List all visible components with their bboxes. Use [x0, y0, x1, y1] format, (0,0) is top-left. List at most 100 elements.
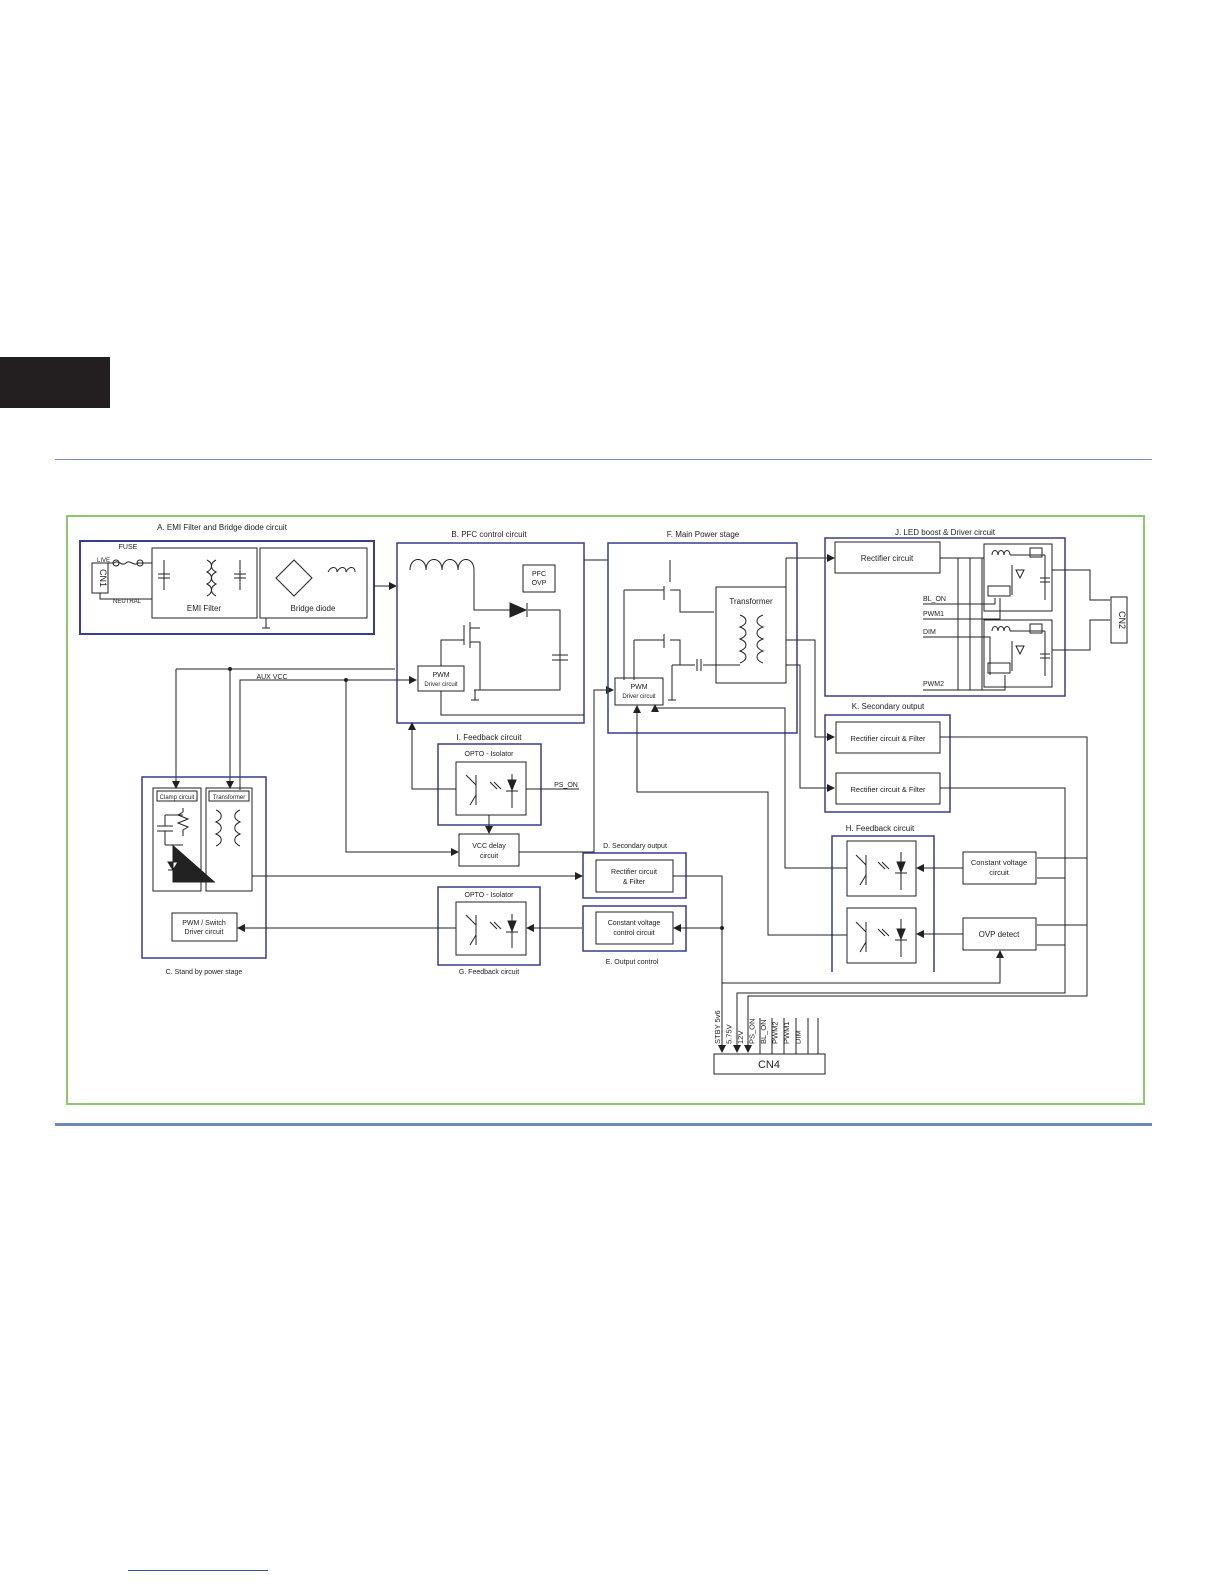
pfc-diode — [509, 602, 528, 618]
k-rect-filter-1-label: Rectifier circuit & Filter — [850, 734, 926, 743]
wire-f-to-k1 — [786, 639, 835, 741]
top-rule — [55, 459, 1152, 460]
led-driver-1-circuit — [991, 550, 1050, 600]
ps-on-label: PS_ON — [554, 782, 578, 789]
main-ground — [668, 665, 676, 701]
g-opto-isolator-label: OPTO - Isolator — [465, 892, 515, 899]
led-driver-1-box — [983, 543, 1053, 612]
section-h-box — [831, 835, 935, 972]
rect-filter-line2: & Filter — [623, 879, 646, 886]
cn1-label: CN1 — [98, 569, 108, 587]
h-opto-2-box — [846, 907, 917, 964]
pfc-ground — [471, 690, 479, 701]
section-b-pfc: B. PFC control circuit PFC OVP PWM Drive… — [396, 530, 608, 724]
cn2-label: CN2 — [1117, 611, 1127, 629]
section-h-feedback: H. Feedback circuit Constant voltage cir… — [633, 704, 1087, 984]
section-c-title: C. Stand by power stage — [166, 969, 243, 976]
bridge-diode-box — [259, 547, 368, 619]
cv-control-line2: control circuit — [613, 930, 654, 937]
g-opto-led — [506, 914, 518, 948]
ovp-detect-label: OVP detect — [979, 930, 1021, 939]
clamp-rc-network — [157, 808, 190, 846]
clamp-circuit-label: Clamp circuit — [160, 795, 195, 801]
j-bus-wires — [940, 557, 984, 690]
pfc-ovp-line2: OVP — [532, 580, 547, 587]
h-sense-wires — [1037, 857, 1087, 946]
section-j-led-boost: J. LED boost & Driver circuit Rectifier … — [824, 528, 1128, 697]
opto-isolator-box — [455, 761, 527, 816]
section-j-box — [824, 537, 1066, 697]
cn2-connector — [1110, 596, 1128, 644]
wire-aux-to-pwm — [239, 676, 417, 790]
wire-h1-to-main-pwm — [651, 704, 847, 869]
fuse-label: FUSE — [119, 544, 138, 551]
neutral-wire — [99, 593, 152, 600]
standby-transformer-box — [205, 787, 253, 892]
bridge-diode-symbol — [275, 559, 313, 597]
chapter-tab-block — [0, 357, 110, 408]
vcc-delay-line1: VCC delay — [472, 843, 506, 850]
wire-k2-to-cn4 — [733, 787, 1066, 1053]
j-rectifier-label: Rectifier circuit — [861, 554, 914, 563]
cv-control-box — [595, 911, 674, 945]
h-opto-1-transistor — [855, 854, 890, 886]
pfc-driver-label: Driver circuit — [424, 682, 458, 688]
cn4-control-pins — [759, 1018, 819, 1054]
emi-choke — [205, 559, 218, 597]
section-k-title: K. Secondary output — [852, 702, 925, 711]
wire-i-to-pfc — [408, 722, 456, 790]
emi-filter-box — [151, 547, 258, 619]
wire-f-to-k2 — [786, 664, 835, 792]
wire-vcc-delay-to-main-pwm — [519, 686, 614, 853]
section-f-box — [607, 542, 798, 734]
wire-stby-to-ovp — [722, 950, 1004, 984]
section-j-title: J. LED boost & Driver circuit — [895, 528, 996, 537]
main-switch-mosfets — [663, 560, 714, 666]
block-diagram-frame — [66, 515, 1145, 1105]
fuse-terminal — [136, 559, 144, 567]
opto-led-symbol — [506, 774, 518, 808]
g-opto-transistor — [465, 914, 502, 946]
opto-transistor-symbol — [465, 774, 502, 806]
bridge-inductor — [327, 567, 356, 573]
wire-d-to-cn4 — [673, 875, 726, 1053]
fuse-terminal — [112, 559, 120, 567]
ground-symbol — [262, 618, 270, 629]
h-opto-2-transistor — [855, 921, 890, 953]
emi-filter-label: EMI Filter — [187, 604, 222, 613]
clamp-circuit-box — [152, 787, 202, 892]
cn4-pin-label: PS_ON — [748, 1019, 757, 1044]
section-c-box — [141, 776, 267, 959]
rectifier-filter-box — [595, 859, 674, 893]
section-b-box — [396, 542, 585, 724]
emi-capacitors — [158, 560, 246, 590]
rect-filter-line1: Rectifier circuit — [611, 869, 657, 876]
section-h-title: H. Feedback circuit — [846, 824, 915, 833]
k-rect-filter-2-label: Rectifier circuit & Filter — [850, 785, 926, 794]
led-driver-2-ic — [987, 662, 1011, 674]
section-a-box — [79, 540, 375, 635]
bl-on-label: BL_ON — [923, 596, 946, 603]
aux-vcc-wiring: AUX VCC — [172, 667, 584, 856]
led-driver-2-chip — [1029, 623, 1043, 634]
j-output-wires — [1052, 569, 1110, 651]
main-gate-wires — [623, 589, 664, 680]
section-k-secondary: K. Secondary output Rectifier circuit & … — [733, 702, 1088, 1053]
wire-k1-to-cn4 — [744, 736, 1088, 1053]
cv-circuit-line2: circuit — [989, 868, 1010, 877]
section-e-title: E. Output control — [606, 959, 659, 966]
pwm-switch-driver-box — [171, 912, 238, 942]
pfc-capacitor — [552, 654, 568, 661]
g-opto-isolator-box — [455, 901, 527, 956]
cn4-label: CN4 — [758, 1059, 780, 1071]
clamp-diode — [167, 845, 215, 883]
cn4-pin-label: 12V — [736, 1031, 745, 1044]
cn4-pin-label: DIM — [794, 1030, 803, 1044]
cn4-pin-label: PWM2 — [771, 1022, 780, 1045]
pfc-gate-wire — [440, 639, 464, 666]
section-k-box — [824, 714, 951, 813]
section-i-title: I. Feedback circuit — [457, 733, 523, 742]
standby-transformer-label: Transformer — [213, 795, 245, 801]
neutral-label: NEUTRAL — [113, 599, 142, 605]
